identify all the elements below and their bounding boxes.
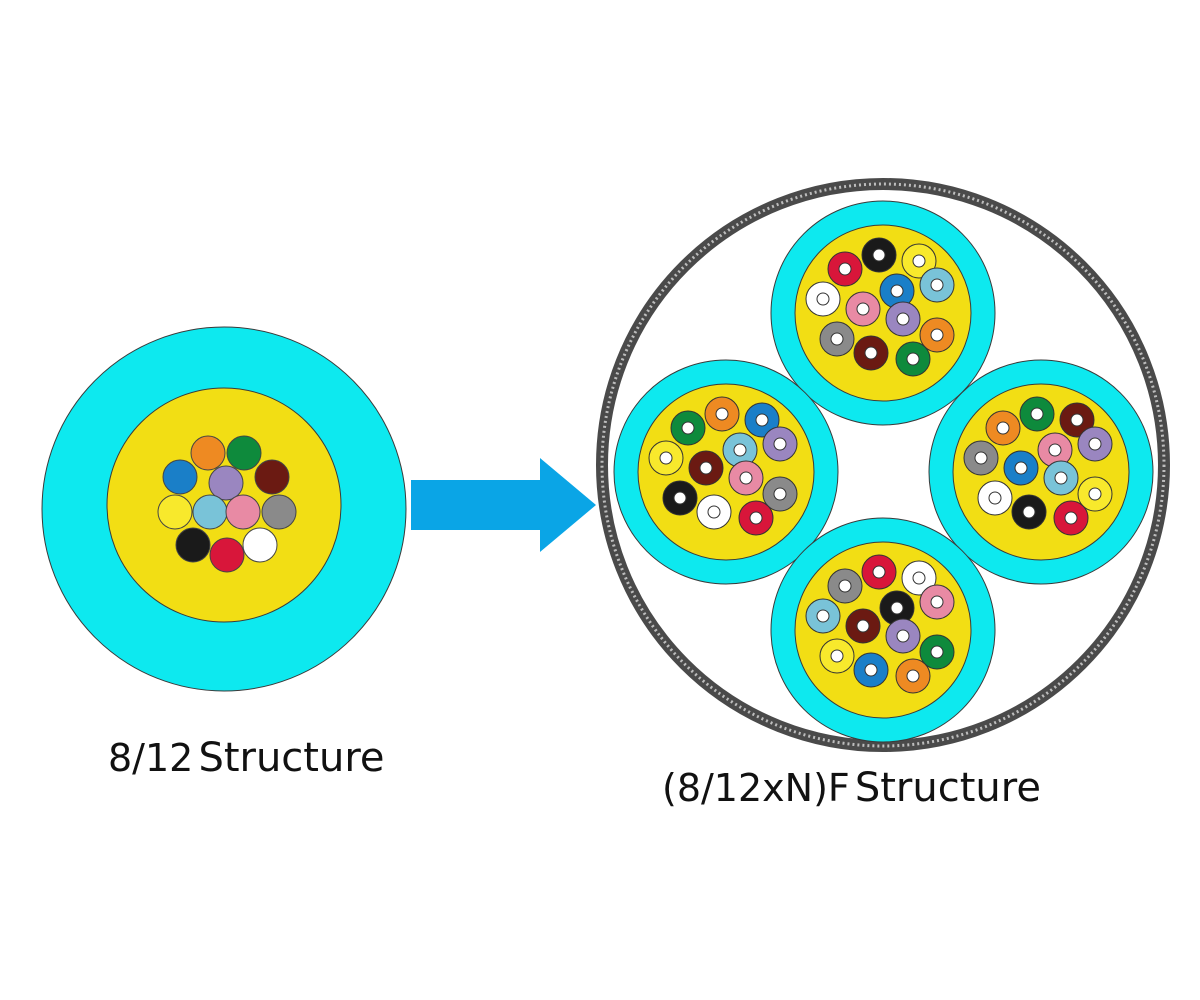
fiber-blue [162,459,198,495]
fiber-red [209,537,245,573]
fiber-core [1088,437,1102,451]
fiber-core [890,601,904,615]
fiber-core [838,262,852,276]
fiber-core [830,649,844,663]
fiber-core [974,451,988,465]
fiber-violet [208,465,244,501]
fiber-core [830,332,844,346]
multi-unit-caption-word: Structure [854,765,1041,811]
sub-unit-group [613,200,1154,743]
multi-unit-cable-cross-section [596,178,1170,752]
fiber-core [864,346,878,360]
sub-unit-4 [770,517,996,743]
outer-sheath-texture [600,182,1166,748]
fiber-core [906,352,920,366]
fiber-core [733,443,747,457]
fiber-core [1014,461,1028,475]
fiber-core [749,511,763,525]
fiber-core [988,491,1002,505]
fiber-black [175,527,211,563]
fiber-core [681,421,695,435]
fiber-core [890,284,904,298]
fiber-core [1030,407,1044,421]
fiber-core [739,471,753,485]
fiber-core [872,248,886,262]
sub-unit-2 [613,359,839,585]
fiber-core [838,579,852,593]
sub-unit-1 [770,200,996,426]
fiber-rose [225,494,261,530]
single-unit-cable-cross-section [41,326,407,692]
fiber-core [996,421,1010,435]
fiber-core [715,407,729,421]
fiber-core [856,619,870,633]
fiber-core [673,491,687,505]
fiber-core [1070,413,1084,427]
fiber-core [912,254,926,268]
fiber-brown [254,459,290,495]
fiber-yellow [157,494,193,530]
fiber-core [896,629,910,643]
fiber-core [773,437,787,451]
fiber-core [699,461,713,475]
fiber-green [226,435,262,471]
single-unit-caption-prefix: 8/12 [108,736,194,780]
fiber-core [930,595,944,609]
fiber-core [872,565,886,579]
fiber-core [1022,505,1036,519]
fiber-core [864,663,878,677]
fiber-core [856,302,870,316]
fiber-core [816,609,830,623]
fiber-core [1088,487,1102,501]
fiber-core [1048,443,1062,457]
fiber-core [912,571,926,585]
arrow-icon [411,458,596,552]
single-unit-caption-word: Structure [198,735,385,781]
fiber-white [242,527,278,563]
fiber-core [906,669,920,683]
fiber-core [930,278,944,292]
fiber-aqua [192,494,228,530]
fiber-core [773,487,787,501]
fiber-core [1054,471,1068,485]
fiber-core [755,413,769,427]
fiber-core [816,292,830,306]
multi-unit-caption: (8/12xN)F Structure [662,768,1041,808]
fiber-core [659,451,673,465]
fiber-orange [190,435,226,471]
fiber-core [896,312,910,326]
fiber-core [930,645,944,659]
fiber-core [707,505,721,519]
single-fiber-bundle [157,435,297,573]
fiber-slate [261,494,297,530]
fiber-core [1064,511,1078,525]
single-unit-caption: 8/12 Structure [108,738,385,778]
sub-unit-3 [928,359,1154,585]
fiber-core [930,328,944,342]
multi-unit-caption-prefix: (8/12xN)F [662,766,850,810]
